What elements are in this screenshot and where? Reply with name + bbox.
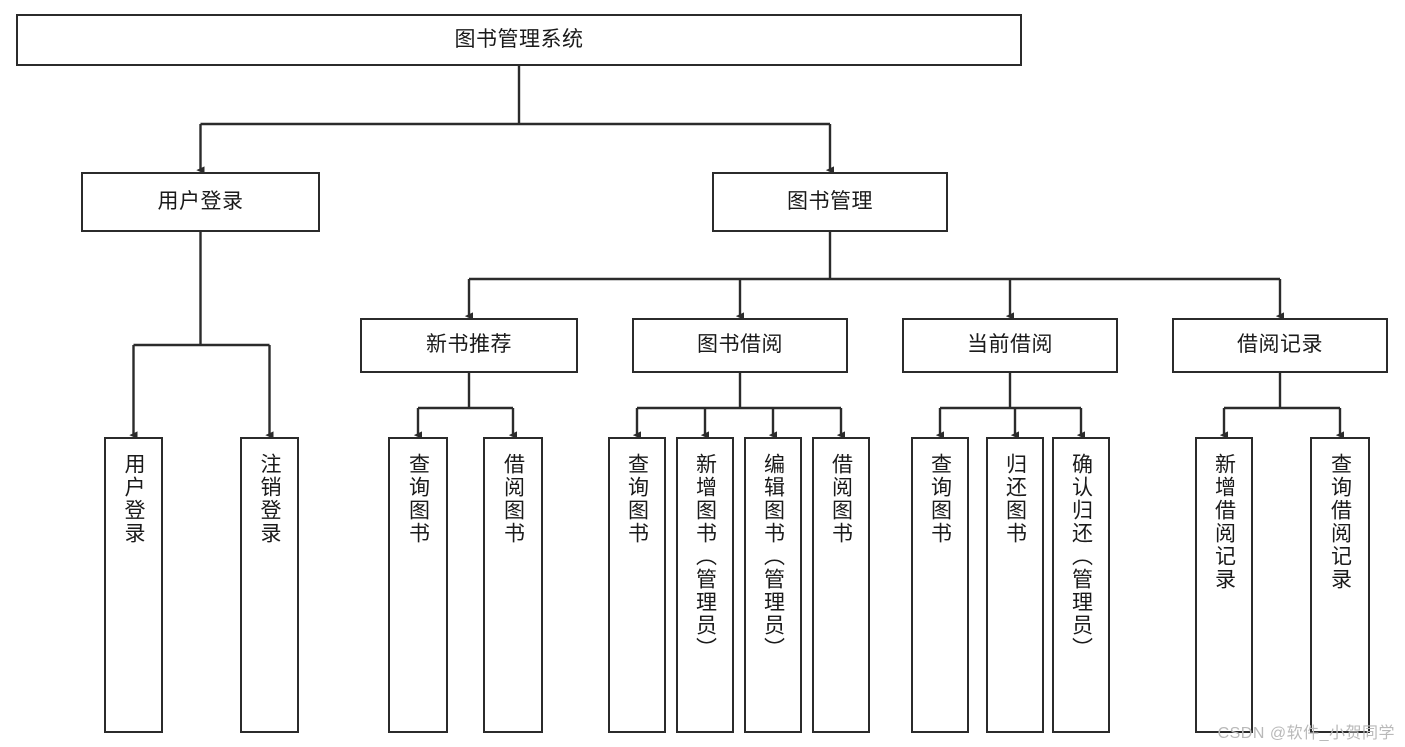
node-leaf_user_login[interactable]: 用户登录 <box>104 437 163 733</box>
node-label-leaf_edit_book: 编辑图书（管理员） <box>761 453 785 660</box>
node-label-book_manage: 图书管理 <box>787 189 873 213</box>
node-label-leaf_borrow_book_1: 借阅图书 <box>501 453 525 545</box>
node-leaf_add_record[interactable]: 新增借阅记录 <box>1195 437 1253 733</box>
node-leaf_add_book[interactable]: 新增图书（管理员） <box>676 437 734 733</box>
node-label-leaf_add_book: 新增图书（管理员） <box>693 453 717 660</box>
node-label-leaf_query_record: 查询借阅记录 <box>1328 453 1352 591</box>
node-label-leaf_query_book_3: 查询图书 <box>928 453 952 545</box>
node-user_login[interactable]: 用户登录 <box>81 172 320 232</box>
node-label-current_borrow: 当前借阅 <box>967 333 1053 357</box>
node-label-book_borrow: 图书借阅 <box>697 333 783 357</box>
node-label-leaf_borrow_book_2: 借阅图书 <box>829 453 853 545</box>
node-leaf_return_book[interactable]: 归还图书 <box>986 437 1044 733</box>
watermark-text: CSDN @软件_小贺同学 <box>1217 725 1395 742</box>
node-label-leaf_add_record: 新增借阅记录 <box>1212 453 1236 591</box>
node-label-new_book_rec: 新书推荐 <box>426 333 512 357</box>
node-leaf_query_record[interactable]: 查询借阅记录 <box>1310 437 1370 733</box>
node-borrow_record[interactable]: 借阅记录 <box>1172 318 1388 373</box>
node-current_borrow[interactable]: 当前借阅 <box>902 318 1118 373</box>
node-leaf_query_book_2[interactable]: 查询图书 <box>608 437 666 733</box>
node-new_book_rec[interactable]: 新书推荐 <box>360 318 578 373</box>
node-leaf_query_book_3[interactable]: 查询图书 <box>911 437 969 733</box>
node-leaf_edit_book[interactable]: 编辑图书（管理员） <box>744 437 802 733</box>
node-leaf_query_book_1[interactable]: 查询图书 <box>388 437 448 733</box>
node-label-borrow_record: 借阅记录 <box>1237 333 1323 357</box>
edges-group <box>129 66 1345 439</box>
node-leaf_confirm_ret[interactable]: 确认归还（管理员） <box>1052 437 1110 733</box>
node-label-leaf_user_login: 用户登录 <box>122 453 145 545</box>
node-label-root: 图书管理系统 <box>454 27 584 51</box>
node-book_manage[interactable]: 图书管理 <box>712 172 948 232</box>
node-leaf_borrow_book_2[interactable]: 借阅图书 <box>812 437 870 733</box>
node-label-leaf_query_book_2: 查询图书 <box>625 453 649 545</box>
node-label-leaf_confirm_ret: 确认归还（管理员） <box>1069 453 1093 660</box>
node-label-leaf_logout: 注销登录 <box>258 453 281 545</box>
node-leaf_borrow_book_1[interactable]: 借阅图书 <box>483 437 543 733</box>
node-label-leaf_return_book: 归还图书 <box>1003 453 1027 545</box>
node-label-user_login: 用户登录 <box>157 189 244 213</box>
node-leaf_logout[interactable]: 注销登录 <box>240 437 299 733</box>
node-root[interactable]: 图书管理系统 <box>16 14 1022 66</box>
node-label-leaf_query_book_1: 查询图书 <box>406 453 430 545</box>
node-book_borrow[interactable]: 图书借阅 <box>632 318 848 373</box>
